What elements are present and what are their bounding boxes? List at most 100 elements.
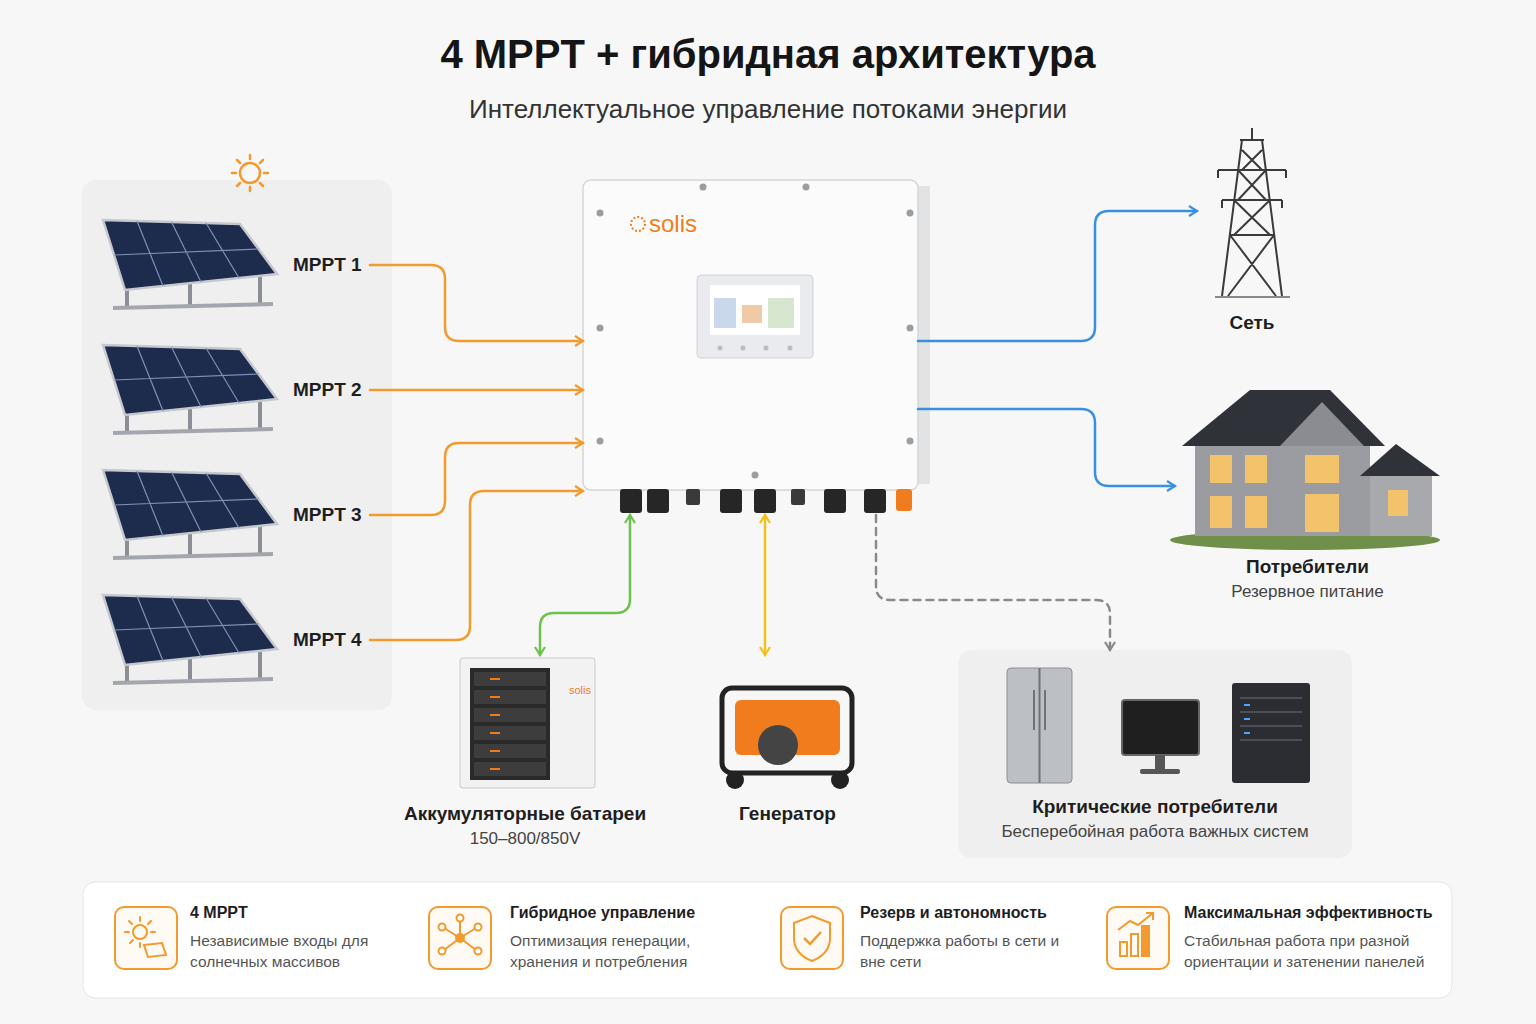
node-subtitle: 150–800/850V — [405, 828, 645, 850]
window — [1245, 455, 1267, 483]
screw — [907, 210, 914, 217]
power-tower — [1218, 128, 1286, 296]
flow-connector — [540, 515, 630, 655]
icon-node — [439, 924, 446, 931]
logo-sun — [631, 217, 645, 231]
monitor-base — [1140, 769, 1180, 774]
flow-connector — [876, 515, 1110, 650]
window — [1305, 494, 1339, 532]
cable-gland — [720, 489, 742, 513]
screen-graphic — [768, 298, 794, 328]
screw — [907, 438, 914, 445]
window — [1210, 496, 1232, 528]
inverter-body — [583, 180, 918, 490]
battery-module — [474, 672, 546, 686]
feature-icon-box — [429, 907, 491, 969]
monitor-stand — [1155, 755, 1165, 769]
screw — [907, 325, 914, 332]
battery-module — [474, 690, 546, 704]
feature-card: Максимальная эффективностьСтабильная раб… — [1184, 900, 1449, 982]
critical-area — [958, 650, 1352, 858]
cable-gland — [754, 489, 776, 513]
screw — [803, 184, 810, 191]
feature-icon-box — [115, 907, 177, 969]
mppt-input: MPPT 3 — [95, 465, 370, 565]
grid-node: Сеть — [1197, 135, 1307, 340]
flow-connector — [918, 211, 1197, 341]
feature-body: Независимые входы для солнечных массивов — [190, 930, 390, 972]
feature-card: 4 MPPT Независимые входы для солнечных ма… — [190, 900, 390, 982]
screen-button — [788, 346, 793, 351]
node-subtitle: Резервное питание — [1175, 581, 1440, 603]
node-title: Потребители — [1175, 555, 1440, 579]
house-wall — [1195, 440, 1370, 536]
cable-gland — [864, 489, 886, 513]
mppt-input: MPPT 2 — [95, 340, 370, 440]
icon-node — [439, 948, 446, 955]
battery-module — [474, 762, 546, 776]
node-subtitle: Бесперебойная работа важных систем — [958, 821, 1352, 843]
consumers-node: ПотребителиРезервное питание — [1175, 385, 1440, 605]
page-subtitle: Интеллектуальное управление потоками эне… — [0, 94, 1536, 125]
flow-connector — [918, 409, 1175, 486]
battery-module — [474, 708, 546, 722]
mppt-label: MPPT 2 — [293, 378, 370, 402]
generator-node: Генератор — [715, 655, 860, 830]
feature-icon-box — [1107, 907, 1169, 969]
screen-button — [764, 346, 769, 351]
window — [1245, 496, 1267, 528]
brand-logo: solis — [649, 210, 749, 238]
screw — [597, 210, 604, 217]
mppt-label: MPPT 3 — [293, 503, 370, 527]
mppt-input: MPPT 4 — [95, 590, 370, 690]
battery-led — [490, 679, 500, 769]
screw — [752, 472, 759, 479]
mppt-label: MPPT 4 — [293, 628, 370, 652]
sun-icon — [240, 163, 260, 183]
screen-button — [741, 346, 746, 351]
window — [1305, 455, 1339, 483]
feature-body: Поддержка работы в сети и вне сети — [860, 930, 1065, 972]
brand-logo: solis — [560, 683, 600, 697]
flow-connector — [370, 389, 583, 392]
feature-heading: Резерв и автономность — [860, 903, 1065, 923]
pv-area — [82, 180, 392, 710]
feature-body: Оптимизация генерации, хранения и потреб… — [510, 930, 720, 972]
generator-engine — [758, 725, 798, 765]
icon-node — [457, 915, 464, 922]
battery-module — [474, 726, 546, 740]
node-title: Сеть — [1197, 311, 1307, 335]
house-wing — [1370, 470, 1432, 536]
generator-wheel — [726, 771, 744, 789]
cable-gland — [647, 489, 669, 513]
icon-panel — [144, 943, 166, 957]
icon-node — [475, 924, 482, 931]
solar-panel — [103, 595, 277, 683]
house-wing-roof — [1360, 444, 1440, 476]
inverter-screen-frame — [697, 275, 813, 358]
feature-body: Стабильная работа при разной ориентации … — [1184, 930, 1449, 972]
screen-graphic — [714, 298, 736, 328]
icon-hub — [455, 933, 465, 943]
feature-band — [83, 882, 1452, 998]
screw — [597, 325, 604, 332]
page-title: 4 MPPT + гибридная архитектура — [0, 32, 1536, 77]
generator-wheel — [831, 771, 849, 789]
flow-connector — [370, 491, 583, 640]
icon-node — [475, 948, 482, 955]
mppt-input: MPPT 1 — [95, 215, 370, 315]
cable-gland — [824, 489, 846, 513]
solar-panel — [103, 470, 277, 558]
hybrid-inverter: solis — [583, 180, 918, 515]
icon-check — [804, 932, 821, 944]
critical-loads-node: Критические потребителиБесперебойная раб… — [958, 650, 1352, 858]
icon-sun — [133, 925, 147, 939]
house-gable — [1280, 402, 1364, 446]
feature-card: Гибридное управлениеОптимизация генераци… — [510, 900, 720, 982]
tower-ground — [1215, 296, 1290, 298]
monitor — [1122, 700, 1199, 755]
feature-heading: 4 MPPT — [190, 903, 390, 923]
server — [1232, 683, 1310, 783]
